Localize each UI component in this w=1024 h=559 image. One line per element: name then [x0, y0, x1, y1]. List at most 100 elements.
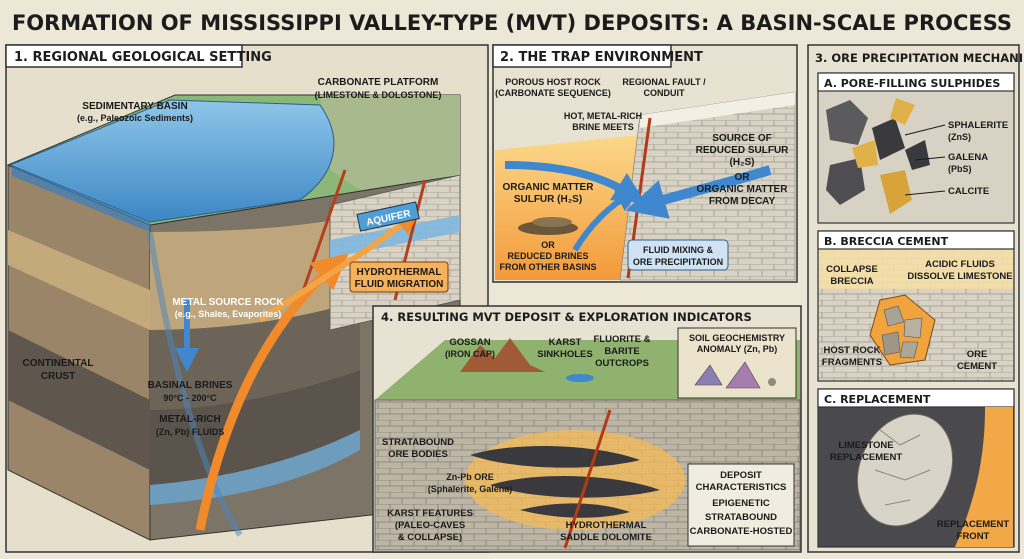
label-strata-2: ORE BODIES	[388, 449, 448, 460]
label-mixing-1: FLUID MIXING &	[643, 245, 713, 255]
hydrothermal-callout: HYDROTHERMAL FLUID MIGRATION	[349, 261, 449, 293]
migration-arrow-2	[258, 210, 420, 323]
label-gossan-2: (IRON CAP)	[445, 349, 495, 359]
label-sphalerite-formula: (ZnS)	[948, 132, 971, 142]
panel2-heading: 2. THE TRAP ENVIRONMENT	[500, 50, 703, 65]
label-calcite: CALCITE	[948, 186, 989, 197]
label-continental-2: CRUST	[41, 371, 75, 382]
label-or-2: REDUCED BRINES	[507, 251, 588, 261]
label-kf-3: & COLLAPSE)	[398, 532, 462, 543]
subpanel-replacement: C. REPLACEMENT LIMESTONE REPLACEMENT REP…	[817, 388, 1015, 548]
label-host-2: FRAGMENTS	[822, 357, 882, 368]
label-source-1: SOURCE OF	[712, 133, 771, 144]
label-fluorite-3: OUTCROPS	[595, 358, 649, 369]
label-dc-5: CARBONATE-HOSTED	[690, 526, 793, 537]
label-basinal-brines: BASINAL BRINES	[148, 380, 233, 391]
panel1-heading: 1. REGIONAL GEOLOGICAL SETTING	[14, 50, 272, 65]
label-kf-2: (PALEO-CAVES	[395, 520, 465, 531]
label-galena-formula: (PbS)	[948, 164, 972, 174]
label-source-5: ORGANIC MATTER	[697, 184, 789, 195]
label-acidic-1: ACIDIC FLUIDS	[925, 259, 995, 270]
panel3-heading: 3. ORE PRECIPITATION MECHANISMS	[815, 51, 1024, 65]
ore-lens-2	[490, 475, 660, 498]
replacement-front	[955, 407, 1013, 547]
subpanel-a-heading: A. PORE-FILLING SULPHIDES	[824, 77, 1000, 90]
label-continental-1: CONTINENTAL	[23, 358, 94, 369]
limestone-remnant	[856, 413, 954, 527]
label-strata-1: STRATABOUND	[382, 437, 454, 448]
label-karst-2: SINKHOLES	[537, 349, 592, 360]
label-acidic-2: DISSOLVE LIMESTONE	[907, 271, 1012, 282]
label-karst-1: KARST	[549, 337, 582, 348]
label-limestone-2: REPLACEMENT	[830, 452, 903, 463]
porous-host-rock	[495, 135, 640, 280]
label-dc-3: EPIGENETIC	[712, 498, 770, 509]
label-fluorite-1: FLUORITE &	[594, 334, 651, 345]
label-or-1: OR	[541, 240, 555, 250]
label-ore-2: CEMENT	[957, 361, 997, 372]
label-porous-2: (CARBONATE SEQUENCE)	[495, 88, 611, 98]
label-znpb-2: (Sphalerite, Galena)	[428, 484, 513, 494]
label-source-2: REDUCED SULFUR	[696, 145, 790, 156]
label-galena: GALENA	[948, 152, 988, 163]
label-saddle-1: HYDROTHERMAL	[566, 520, 647, 531]
label-metal-rich-sub: (Zn, Pb) FLUIDS	[156, 427, 225, 437]
subpanel-c-heading: C. REPLACEMENT	[824, 393, 931, 406]
label-limestone-1: LIMESTONE	[838, 440, 893, 451]
fault-line-1	[298, 169, 347, 301]
label-gossan-1: GOSSAN	[449, 337, 490, 348]
label-or-3: FROM OTHER BASINS	[499, 262, 596, 272]
label-hot-1: HOT, METAL-RICH	[564, 111, 642, 121]
label-hydrothermal-2: FLUID MIGRATION	[355, 279, 444, 290]
panel-resulting-deposit: 4. RESULTING MVT DEPOSIT & EXPLORATION I…	[372, 305, 802, 553]
label-metal-rich: METAL-RICH	[159, 414, 220, 425]
label-mixing-2: ORE PRECIPITATION	[633, 257, 723, 267]
label-collapse-1: COLLAPSE	[826, 264, 878, 275]
label-ore-1: ORE	[967, 349, 988, 360]
panel-regional-setting: 1. REGIONAL GEOLOGICAL SETTING SEDIM	[5, 44, 489, 553]
label-fault-2: CONDUIT	[644, 88, 685, 98]
label-saddle-2: SADDLE DOLOMITE	[560, 532, 652, 543]
label-source-4: OR	[735, 172, 751, 183]
label-front-1: REPLACEMENT	[937, 519, 1010, 530]
label-hydrothermal-1: HYDROTHERMAL	[357, 267, 442, 278]
label-metal-source-sub: (e.g., Shales, Evaporites)	[175, 309, 282, 319]
soil-geochem-inset: SOIL GEOCHEMISTRY ANOMALY (Zn, Pb)	[677, 327, 797, 399]
label-front-2: FRONT	[957, 531, 990, 542]
label-organic-1: ORGANIC MATTER	[503, 182, 595, 193]
label-organic-2: SULFUR (H₂S)	[514, 194, 582, 205]
brine-arrow-lower	[572, 189, 641, 252]
subpanel-breccia-cement: B. BRECCIA CEMENT COLLAPSE BRECCIA ACIDI…	[817, 230, 1015, 382]
gossan-hill	[460, 338, 545, 372]
subpanel-pore-filling: A. PORE-FILLING SULPHIDES SPHALERITE (Zn…	[817, 72, 1015, 224]
label-source-6: FROM DECAY	[709, 196, 776, 207]
label-soil-1: SOIL GEOCHEMISTRY	[689, 333, 785, 343]
label-kf-1: KARST FEATURES	[387, 508, 473, 519]
panel-precipitation-mechanisms: 3. ORE PRECIPITATION MECHANISMS A. PORE-…	[807, 44, 1024, 553]
label-carbonate-platform-sub: (LIMESTONE & DOLOSTONE)	[315, 90, 442, 100]
label-carbonate-platform: CARBONATE PLATFORM	[318, 77, 439, 88]
deposit-fault	[563, 409, 612, 549]
label-sphalerite: SPHALERITE	[948, 120, 1008, 131]
label-sedimentary-basin: SEDIMENTARY BASIN	[82, 101, 187, 112]
label-soil-2: ANOMALY (Zn, Pb)	[697, 344, 778, 354]
label-dc-4: STRATABOUND	[705, 512, 777, 523]
page-title: FORMATION OF MISSISSIPPI VALLEY-TYPE (MV…	[12, 11, 1012, 35]
panel4-heading: 4. RESULTING MVT DEPOSIT & EXPLORATION I…	[381, 310, 752, 324]
label-dc-2: CHARACTERISTICS	[696, 482, 787, 493]
label-fluorite-2: BARITE	[604, 346, 639, 357]
ore-lens-3	[520, 503, 630, 518]
deposit-characteristics-box: DEPOSIT CHARACTERISTICS EPIGENETIC STRAT…	[687, 463, 795, 547]
label-source-3: (H₂S)	[730, 157, 755, 168]
label-hot-2: BRINE MEETS	[572, 122, 634, 132]
sulfur-arrow-right	[625, 165, 772, 219]
label-collapse-2: BRECCIA	[830, 276, 873, 287]
fluid-mixing-callout: FLUID MIXING & ORE PRECIPITATION	[627, 239, 729, 271]
label-fault-1: REGIONAL FAULT /	[622, 77, 706, 87]
label-sedimentary-basin-sub: (e.g., Paleozoic Sediments)	[77, 113, 193, 123]
label-basinal-temp: 90°C - 200°C	[163, 393, 217, 403]
label-metal-source: METAL SOURCE ROCK	[172, 297, 284, 308]
panel-trap-environment: 2. THE TRAP ENVIRONMENT POROUS HOST ROCK…	[492, 44, 798, 283]
